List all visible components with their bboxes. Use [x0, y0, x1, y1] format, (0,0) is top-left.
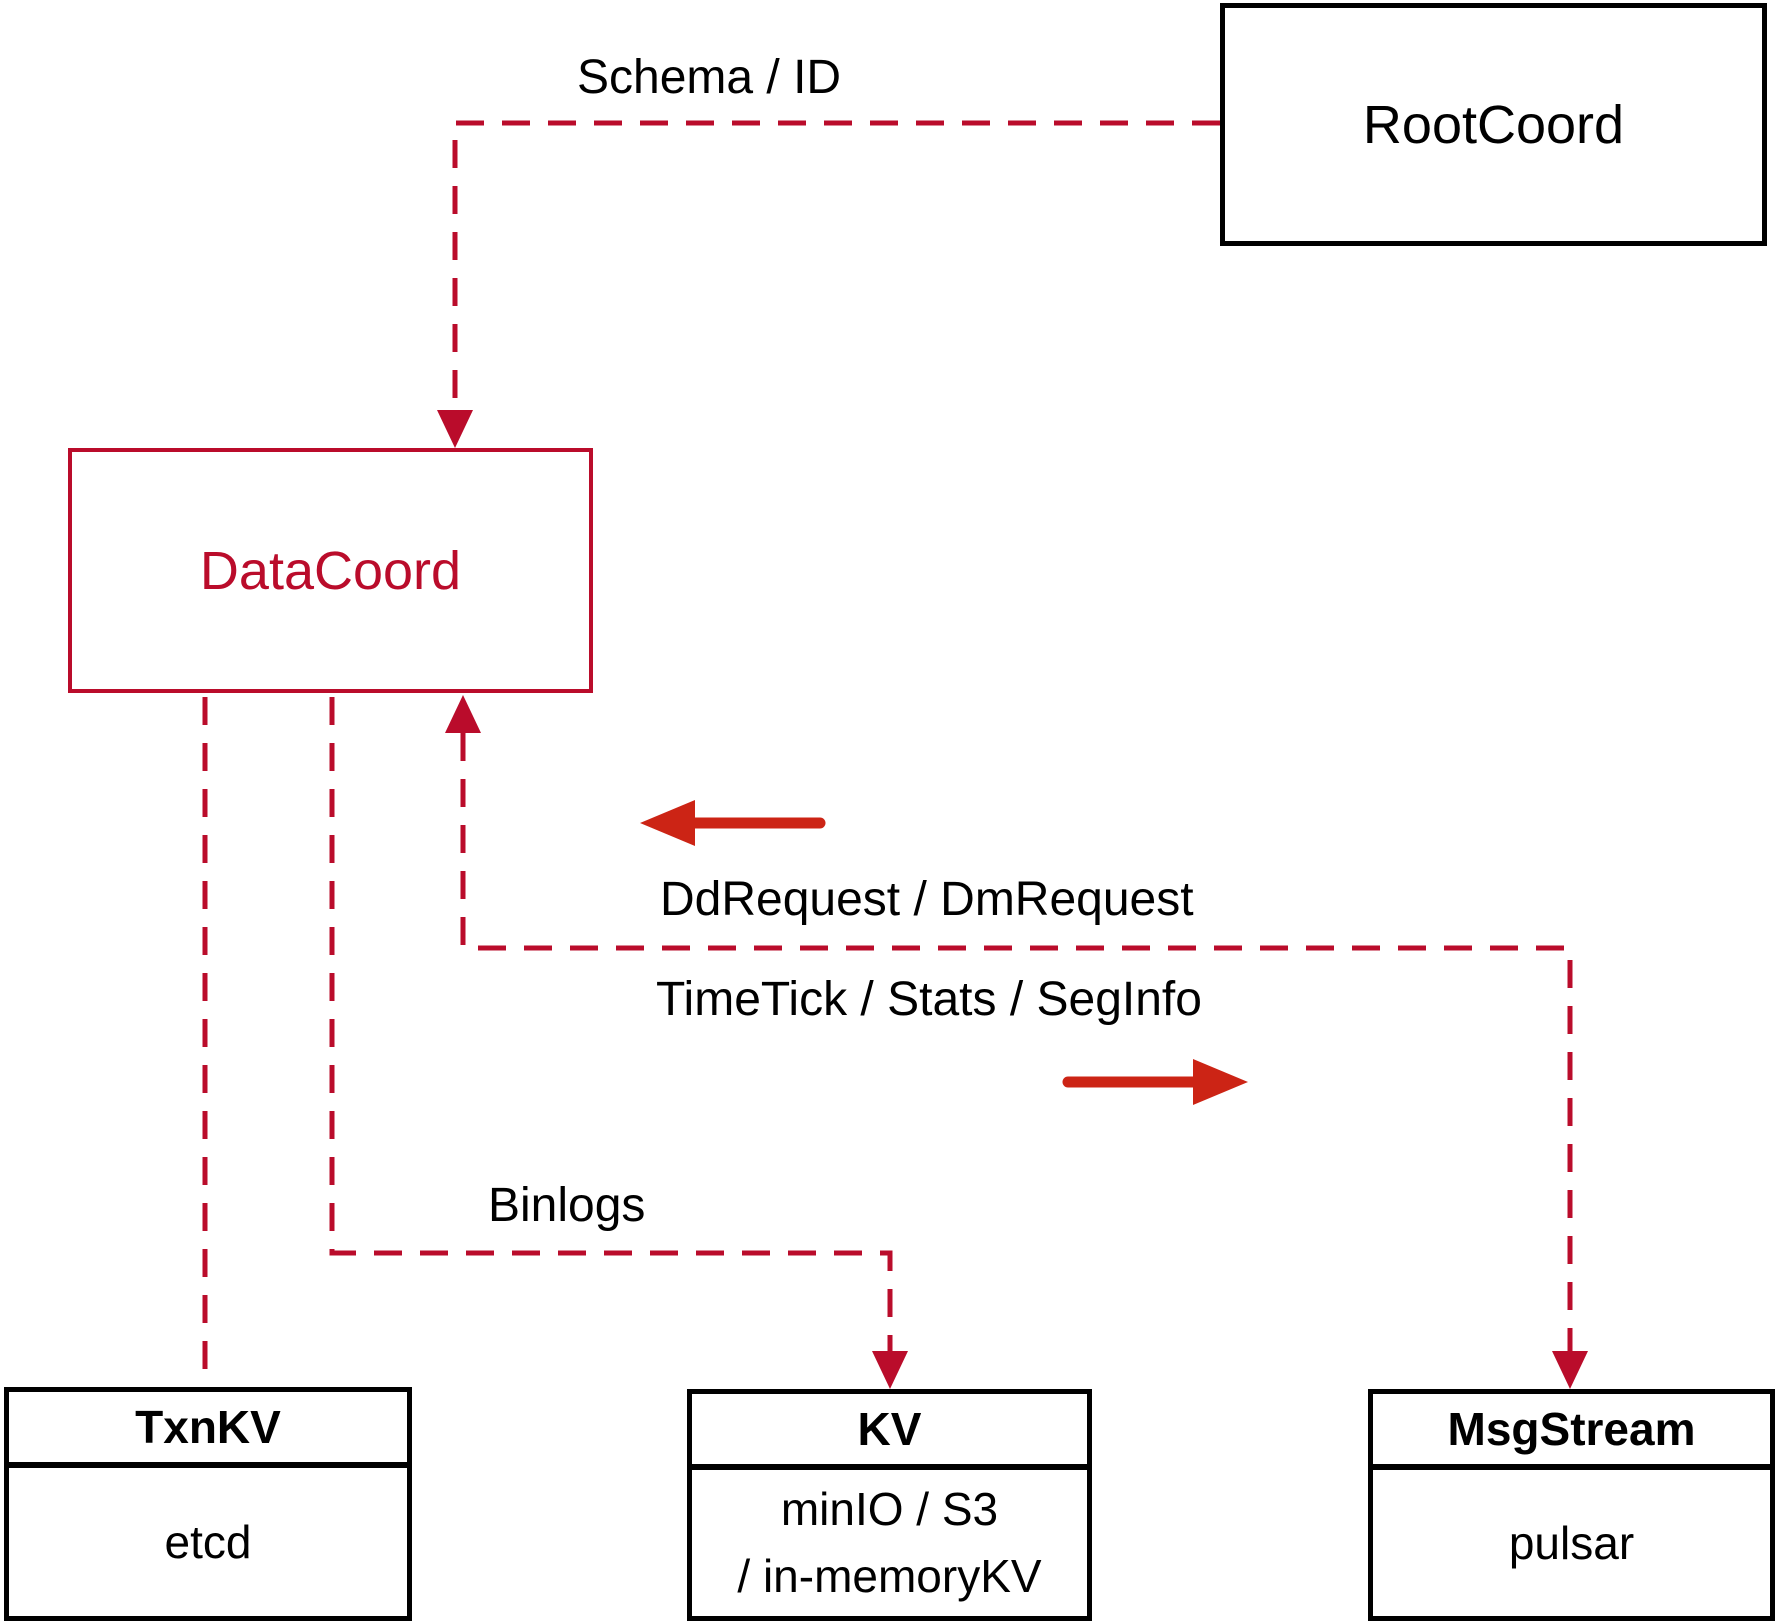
node-txnkv-body: etcd: [164, 1515, 252, 1568]
edge-label-binlogs: Binlogs: [488, 1179, 646, 1232]
node-msgstream: MsgStream pulsar: [1368, 1389, 1775, 1621]
edge-label-ddrequest-dmrequest: DdRequest / DmRequest: [660, 873, 1194, 926]
node-kv: KV minIO / S3 / in-memoryKV: [687, 1389, 1092, 1621]
node-kv-body-line1: minIO / S3: [780, 1483, 999, 1536]
right-direction-arrow-icon: [1193, 1059, 1248, 1105]
node-datacoord: DataCoord: [68, 448, 593, 693]
node-rootcoord: RootCoord: [1220, 3, 1767, 246]
node-msgstream-title: MsgStream: [1373, 1394, 1770, 1470]
node-kv-body-line2: / in-memoryKV: [737, 1550, 1042, 1602]
arrowhead-kv-top-icon: [872, 1351, 908, 1389]
node-msgstream-body: pulsar: [1508, 1516, 1635, 1569]
left-direction-arrow-icon: [640, 800, 695, 846]
arrowhead-msgstream-top-icon: [1552, 1351, 1588, 1389]
node-datacoord-label: DataCoord: [199, 540, 462, 601]
edge-binlogs-line: [329, 697, 893, 1351]
edge-schema-id-line: [452, 120, 1220, 410]
edge-label-schema-id: Schema / ID: [577, 51, 842, 104]
node-txnkv-title: TxnKV: [9, 1392, 407, 1468]
edge-datacoord-msgstream-line: [460, 733, 1573, 1351]
node-rootcoord-label: RootCoord: [1362, 94, 1625, 155]
node-kv-body: minIO / S3 / in-memoryKV: [692, 1470, 1087, 1616]
arrowhead-datacoord-top-icon: [437, 410, 473, 448]
node-txnkv: TxnKV etcd: [4, 1387, 412, 1621]
edge-label-timetick-stats-seginfo: TimeTick / Stats / SegInfo: [656, 973, 1202, 1026]
node-kv-title: KV: [692, 1394, 1087, 1470]
arrowhead-datacoord-bottom-icon: [445, 695, 481, 733]
